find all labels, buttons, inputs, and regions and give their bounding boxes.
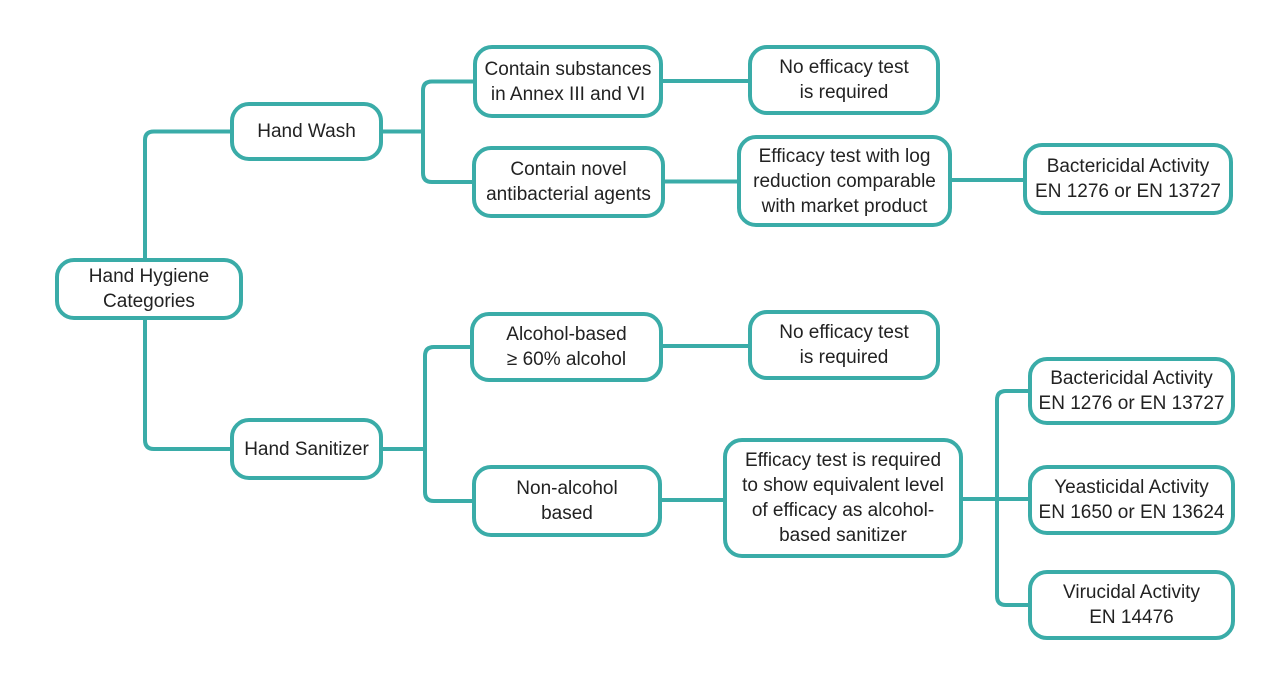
connector-wash-bracket-bottom (421, 131, 472, 184)
connector-sanitizer-bracket-top (423, 345, 470, 449)
node-bactericidal-activity-sanitizer: Bactericidal Activity EN 1276 or EN 1372… (1028, 357, 1235, 425)
connector-root-to-hand-wash (143, 129, 230, 258)
node-bactericidal-activity-wash: Bactericidal Activity EN 1276 or EN 1372… (1023, 143, 1233, 215)
connector-equiv-bracket-bottom (995, 499, 1028, 607)
node-no-efficacy-test-sanitizer: No efficacy test is required (748, 310, 940, 380)
node-contain-novel-antibacterial: Contain novel antibacterial agents (472, 146, 665, 218)
node-hand-sanitizer: Hand Sanitizer (230, 418, 383, 480)
node-efficacy-test-equivalent: Efficacy test is required to show equiva… (723, 438, 963, 558)
connector-root-to-hand-sanitizer (143, 320, 230, 451)
connector-wash-bracket-top (421, 79, 473, 132)
node-hand-hygiene-categories: Hand Hygiene Categories (55, 258, 243, 320)
node-non-alcohol-based: Non-alcohol based (472, 465, 662, 537)
node-no-efficacy-test-wash: No efficacy test is required (748, 45, 940, 115)
node-yeasticidal-activity: Yeasticidal Activity EN 1650 or EN 13624 (1028, 465, 1235, 535)
connector-sanitizer-bracket-bottom (423, 449, 472, 503)
node-hand-wash: Hand Wash (230, 102, 383, 161)
node-efficacy-test-log-reduction: Efficacy test with log reduction compara… (737, 135, 952, 227)
node-virucidal-activity: Virucidal Activity EN 14476 (1028, 570, 1235, 640)
connector-equiv-bracket-top (995, 389, 1028, 499)
node-contain-substances: Contain substances in Annex III and VI (473, 45, 663, 118)
node-alcohol-based: Alcohol-based ≥ 60% alcohol (470, 312, 663, 382)
